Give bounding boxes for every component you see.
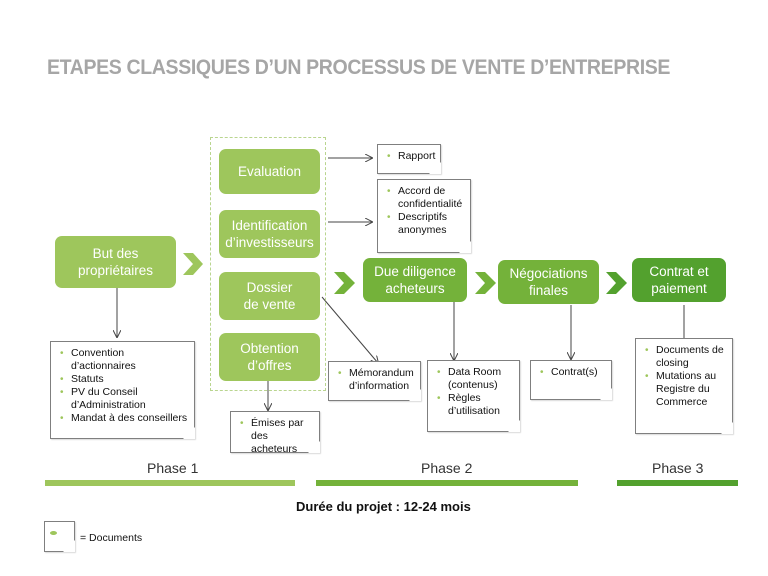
doc-item: Data Room (contenus) [434, 366, 513, 392]
step-dossier-de-vente: Dossier de vente [219, 272, 320, 320]
chevron-icon-1 [183, 253, 203, 275]
legend-bullet-icon [50, 531, 57, 535]
doc-emises: Émises par des acheteurs [230, 411, 320, 456]
phase-1-label: Phase 1 [147, 460, 199, 476]
doc-item: Contrat(s) [537, 366, 605, 379]
doc-accord: Accord de confidentialité Descriptifs an… [377, 179, 471, 253]
step-but-des-proprietaires: But des propriétaires [55, 236, 176, 288]
doc-item: Accord de confidentialité [384, 185, 464, 211]
doc-item: PV du Conseil d’Administration [57, 386, 188, 412]
phase-2-label: Phase 2 [421, 460, 473, 476]
legend-document-icon [44, 521, 75, 552]
chevron-icon-2 [334, 272, 355, 294]
doc-contrats: Contrat(s) [530, 360, 612, 400]
step-negociations: Négociations finales [498, 260, 599, 304]
step-obtention-offres: Obtention d’offres [219, 333, 320, 381]
doc-item: Mémorandum d’information [335, 367, 414, 393]
doc-item: Documents de closing [642, 344, 726, 370]
arrow-dossier-to-memorandum [321, 296, 378, 363]
doc-item: Statuts [57, 373, 188, 386]
page-title: ETAPES CLASSIQUES D’UN PROCESSUS DE VENT… [47, 56, 671, 79]
doc-item: Convention d’actionnaires [57, 347, 188, 373]
doc-dataroom: Data Room (contenus) Règles d’utilisatio… [427, 360, 520, 432]
step-evaluation: Evaluation [219, 149, 320, 194]
doc-closing: Documents de closing Mutations au Regist… [635, 338, 733, 434]
step-due-diligence: Due diligence acheteurs [363, 258, 467, 302]
doc-item: Descriptifs anonymes [384, 211, 464, 237]
doc-item: Règles d’utilisation [434, 392, 513, 418]
doc-proprietaires: Convention d’actionnaires Statuts PV du … [50, 341, 195, 439]
doc-item: Rapport [384, 150, 435, 163]
doc-rapport: Rapport [377, 144, 441, 174]
doc-item: Mutations au Registre du Commerce [642, 370, 726, 409]
step-identification: Identification d’investisseurs [219, 210, 320, 258]
chevron-icon-4 [606, 272, 627, 294]
step-contrat-paiement: Contrat et paiement [632, 258, 726, 302]
doc-memorandum: Mémorandum d’information [328, 361, 421, 401]
legend-label: = Documents [80, 532, 143, 544]
phase-1-bar [45, 480, 295, 486]
phase1-steps-group [210, 137, 326, 391]
phase-2-bar [316, 480, 578, 486]
phase-3-label: Phase 3 [652, 460, 704, 476]
doc-item: Mandat à des conseillers [57, 412, 188, 425]
chevron-icon-3 [475, 272, 496, 294]
doc-item: Émises par des acheteurs [237, 417, 313, 456]
duration-label: Durée du projet : 12-24 mois [296, 499, 471, 514]
phase-3-bar [617, 480, 738, 486]
